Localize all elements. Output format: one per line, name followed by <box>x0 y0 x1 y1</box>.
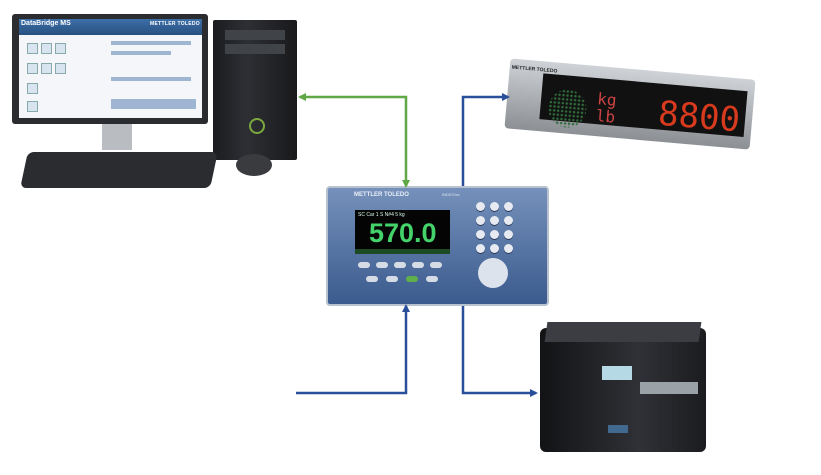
pc-line <box>111 51 171 55</box>
pc-app-header <box>19 19 202 35</box>
pc-tile <box>55 43 66 54</box>
numeric-key <box>504 244 513 253</box>
pc-mouse <box>236 154 272 176</box>
drive-bay <box>225 30 285 40</box>
power-button-icon <box>249 118 265 134</box>
lcd-softkey-bar <box>355 249 450 254</box>
pc-monitor-stand <box>102 124 132 150</box>
enter-key <box>406 276 418 282</box>
terminal-display-link <box>461 93 510 186</box>
pc-tile <box>55 63 66 74</box>
terminal-brand: METTLER TOLEDO <box>354 192 409 198</box>
terminal-model: IND570xx <box>442 192 460 197</box>
pc-tile <box>41 43 52 54</box>
softkey <box>394 262 406 268</box>
pc-screen: DataBridge MS METTLER TOLEDO <box>19 19 202 118</box>
softkey <box>376 262 388 268</box>
numeric-key <box>490 202 499 211</box>
weighing-terminal: METTLER TOLEDO IND570xx SC Car 1 S N#4 5… <box>326 186 549 306</box>
lcd-status-line: SC Car 1 S N#4 5 kg <box>358 212 405 218</box>
numeric-key <box>504 202 513 211</box>
softkey <box>358 262 370 268</box>
pc-brand-label: METTLER TOLEDO <box>150 21 200 27</box>
numeric-key <box>476 202 485 211</box>
printer-lcd <box>602 366 632 380</box>
pc-line <box>111 41 191 45</box>
pc-tile <box>27 101 38 112</box>
drive-bay <box>225 44 285 54</box>
pc-tile <box>41 63 52 74</box>
numeric-key <box>490 216 499 225</box>
pc-line <box>111 77 191 81</box>
zero-key <box>366 276 378 282</box>
label-printer <box>540 322 706 452</box>
pc-terminal-link <box>298 93 410 188</box>
pc-tower <box>213 20 297 160</box>
printer-media-slot <box>640 382 698 394</box>
numeric-key <box>476 244 485 253</box>
pc-tile <box>27 43 38 54</box>
tare-key <box>386 276 398 282</box>
softkey <box>412 262 424 268</box>
numeric-key <box>476 216 485 225</box>
numeric-key <box>504 230 513 239</box>
printer-badge <box>608 425 628 433</box>
pc-app-name: DataBridge MS <box>21 20 71 27</box>
numeric-key <box>476 230 485 239</box>
input-terminal-link <box>296 304 410 395</box>
terminal-printer-link <box>461 306 538 397</box>
numeric-key <box>504 216 513 225</box>
softkey <box>430 262 442 268</box>
pc-tile <box>27 63 38 74</box>
print-key <box>426 276 438 282</box>
numeric-key <box>490 244 499 253</box>
pc-tile <box>27 83 38 94</box>
lcd-weight-reading: 570.0 <box>369 218 437 248</box>
numeric-key <box>490 230 499 239</box>
pc-toolbar <box>111 99 196 109</box>
terminal-lcd: SC Car 1 S N#4 5 kg 570.0 <box>355 210 450 254</box>
navigation-pad <box>478 258 508 288</box>
